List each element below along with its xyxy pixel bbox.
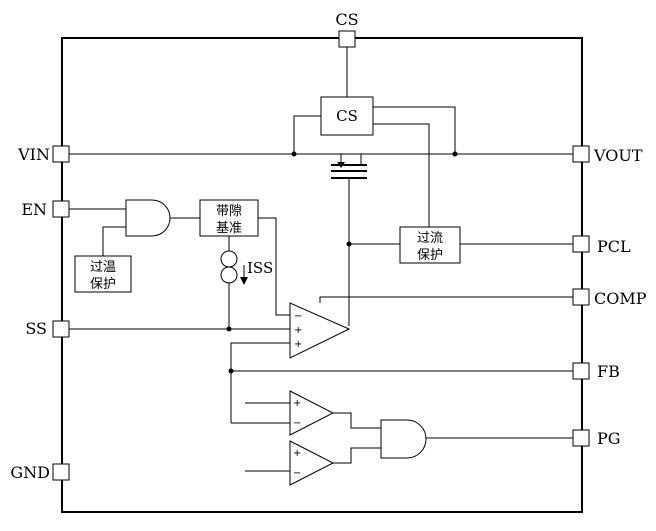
en-and-gate	[125, 199, 171, 237]
amp-plus-sign-2: +	[294, 339, 302, 350]
pin-gnd-label: GND	[10, 463, 50, 482]
bandgap-label-line1: 带隙	[216, 204, 242, 219]
pass-mosfet-symbol	[331, 162, 367, 179]
cmp2-plus-sign: +	[293, 448, 301, 459]
pin-pcl	[572, 235, 590, 253]
iss-current-source-symbol	[220, 250, 238, 284]
overtemp-protection-block: 过温 保护	[74, 255, 132, 293]
pin-en-label: EN	[21, 200, 47, 219]
cs-sense-label: CS	[336, 107, 358, 125]
pg-comparator-upper: + −	[289, 390, 335, 436]
pin-cs	[338, 30, 356, 48]
ocp-label-line1: 过流	[417, 231, 443, 246]
cmp2-minus-sign: −	[293, 468, 301, 479]
cmp1-minus-sign: −	[293, 418, 301, 429]
amp-plus-sign-1: +	[294, 325, 302, 336]
pin-comp-label: COMP	[594, 289, 647, 308]
otp-label-line2: 保护	[90, 277, 116, 292]
bandgap-label-line2: 基准	[216, 221, 242, 236]
bandgap-reference-block: 带隙 基准	[199, 199, 259, 237]
chip-outline	[61, 37, 583, 513]
pin-vout-label: VOUT	[593, 146, 643, 165]
ocp-label-line2: 保护	[417, 248, 443, 263]
pg-and-gate	[380, 419, 427, 459]
pin-ss-label: SS	[25, 319, 47, 338]
error-amplifier: − + +	[289, 302, 351, 359]
pin-ss	[52, 320, 70, 338]
pg-comparator-lower: + −	[289, 440, 335, 486]
cmp1-plus-sign: +	[293, 398, 301, 409]
pin-pg	[572, 429, 590, 447]
pin-fb	[572, 362, 590, 380]
overcurrent-protection-block: 过流 保护	[399, 226, 461, 264]
pin-pg-label: PG	[597, 429, 621, 448]
pin-cs-label: CS	[335, 10, 358, 29]
junction-dots	[226, 151, 458, 374]
pin-vin-label: VIN	[17, 145, 50, 164]
pin-en	[52, 200, 70, 218]
cs-sense-block: CS	[320, 96, 374, 136]
pin-pcl-label: PCL	[597, 237, 631, 256]
wires	[69, 47, 573, 472]
pin-comp	[572, 288, 590, 306]
pin-vin	[52, 145, 70, 163]
iss-label: ISS	[247, 259, 273, 277]
otp-label-line1: 过温	[90, 260, 116, 275]
amp-minus-sign: −	[294, 311, 302, 322]
pin-gnd	[52, 463, 70, 481]
pin-vout	[572, 145, 590, 163]
pin-fb-label: FB	[597, 362, 620, 381]
